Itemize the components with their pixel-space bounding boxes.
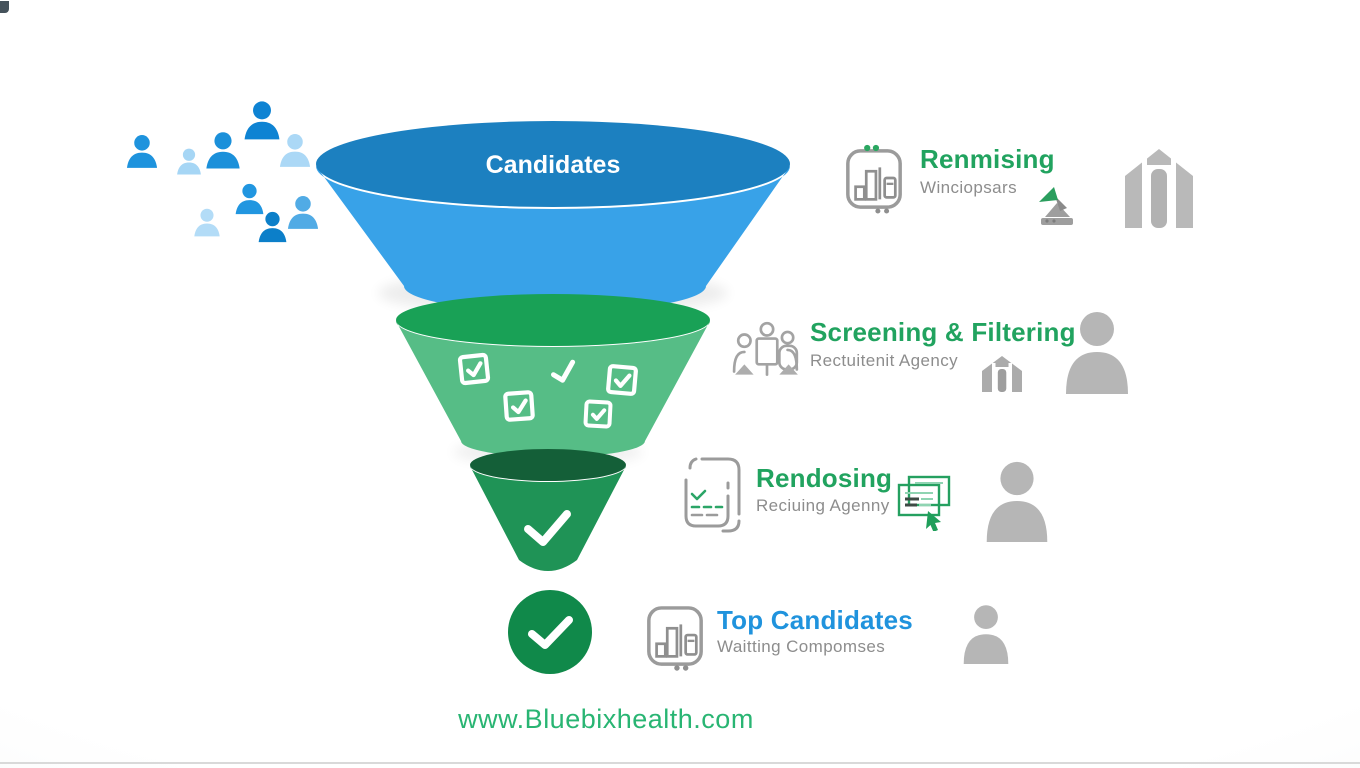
- people-group-icon: [732, 321, 799, 376]
- person-silhouette-icon: [963, 605, 1009, 664]
- funnel-stage-screening-rim: [396, 294, 710, 346]
- bar-chart-badge-icon: [647, 606, 703, 671]
- funnel-stage-selected: [508, 590, 592, 674]
- funnel-stage-interview-body: [470, 466, 626, 571]
- funnel-stage-candidates-label: Candidates: [486, 151, 621, 179]
- documents-icon: [684, 457, 741, 533]
- stage-row-subtitle: Rectuitenit Agency: [810, 351, 959, 370]
- checkmark-icon: [524, 510, 571, 546]
- person-icon: [235, 183, 264, 215]
- stage-row-title: Top Candidates: [717, 605, 913, 635]
- funnel-stage-interview-rim: [470, 449, 626, 481]
- bottom-divider: [0, 762, 1360, 764]
- funnel-stage-candidates-rim: [316, 121, 790, 207]
- checkmark-icon: [528, 616, 573, 649]
- form-cursor-icon: [897, 475, 951, 531]
- person-silhouette-icon: [986, 461, 1048, 542]
- stage-row-title: Renmising: [920, 144, 1055, 174]
- building-icon: [1125, 149, 1193, 228]
- stage-row-subtitle: Waitting Compomses: [717, 637, 886, 656]
- person-silhouette-icon: [1066, 312, 1128, 394]
- person-icon: [126, 135, 158, 168]
- recruitment-funnel: Candidates: [316, 121, 790, 674]
- person-icon: [194, 208, 220, 237]
- house-icon: [982, 356, 1022, 392]
- stage-row-subtitle: Reciuing Agenny: [756, 496, 890, 515]
- person-icon: [206, 132, 240, 169]
- checkbox-icons: [457, 352, 638, 429]
- person-icon: [177, 148, 201, 175]
- website-url: www.Bluebixhealth.com: [458, 704, 754, 734]
- growth-arrow-icon: [1039, 187, 1073, 225]
- stage-row-subtitle: Winciopsars: [920, 178, 1017, 197]
- stage-row-title: Screening & Filtering: [810, 317, 1076, 347]
- funnel-stage-candidates-body: [316, 166, 790, 312]
- corner-artifact: [0, 1, 9, 13]
- stage-row-title: Rendosing: [756, 463, 893, 493]
- bar-chart-badge-icon: [846, 144, 902, 214]
